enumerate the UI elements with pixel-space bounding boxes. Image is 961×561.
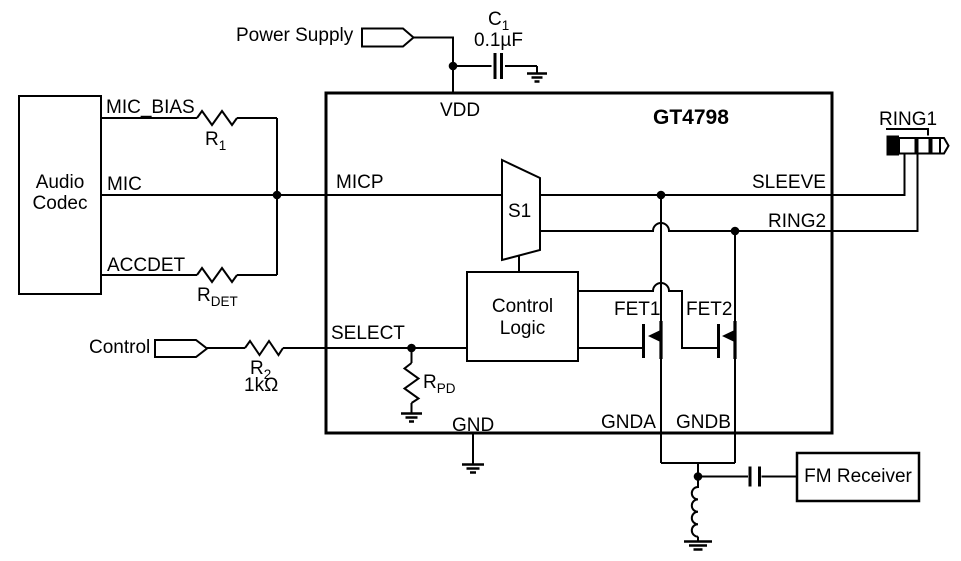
mic-label: MIC (107, 174, 142, 195)
resistor-r2 (244, 339, 284, 357)
headphone-plug (886, 128, 950, 156)
plug-band-1 (914, 138, 919, 154)
plug-tip (939, 137, 950, 155)
ring2-net (540, 154, 919, 232)
ground-symbol-gnd (462, 463, 484, 474)
accdet-net (101, 266, 277, 284)
c1-value-label: 0.1µF (474, 30, 523, 51)
resistor-rdet (196, 266, 238, 284)
control-connector-tag (154, 339, 209, 358)
inductor (690, 476, 699, 538)
mux-s1-label: S1 (508, 201, 532, 222)
fet1-symbol (642, 321, 663, 359)
control-net (154, 339, 467, 358)
power-supply-connector-tag (361, 27, 416, 48)
gnd-pin-ground (462, 433, 484, 474)
ring1-label: RING1 (879, 109, 938, 130)
sleeve-net (540, 154, 906, 196)
capacitor-c1 (493, 53, 503, 79)
fet1-label: FET1 (614, 299, 661, 320)
rdet-ref-label: RDET (197, 285, 238, 309)
power-supply-net (361, 27, 547, 93)
fm-receiver-box (795, 451, 921, 503)
capacitor-fm (748, 466, 761, 487)
gt4798-box (324, 91, 834, 435)
control-logic-label: Control Logic (491, 296, 554, 339)
fet1-arrow (648, 330, 660, 342)
junction-dots (272, 61, 740, 481)
rpd-pulldown (401, 348, 422, 423)
resistor-r1 (196, 109, 238, 127)
fet2-symbol (717, 321, 737, 359)
r2-value-label: 1kΩ (244, 375, 279, 396)
pin-gnda-label: GNDA (601, 412, 656, 433)
resistor-rpd (402, 362, 421, 404)
fm-receiver-label: FM Receiver (804, 466, 912, 487)
plug-base (886, 135, 899, 156)
chip-title: GT4798 (653, 106, 729, 129)
fet2-arrow (722, 330, 734, 342)
pin-gndb-label: GNDB (676, 412, 731, 433)
pin-sleeve-label: SLEEVE (752, 172, 826, 193)
accdet-label: ACCDET (107, 255, 186, 276)
audio-codec-box (18, 95, 102, 295)
plug-band-2 (928, 138, 933, 154)
ground-symbol-rpd (401, 412, 422, 423)
control-label: Control (89, 337, 151, 358)
mic-bias-label: MIC_BIAS (106, 97, 195, 118)
plug-body (898, 137, 941, 155)
ground-symbol-c1 (527, 72, 547, 83)
control-logic-box (466, 271, 579, 362)
pin-select-label: SELECT (331, 323, 405, 344)
fet2-label: FET2 (686, 299, 733, 320)
r2-ref-label: R2 (250, 358, 272, 382)
gnda-gndb-join (661, 462, 797, 551)
pin-micp-label: MICP (336, 172, 384, 193)
fet2-gate-wire (578, 282, 717, 349)
power-supply-label: Power Supply (236, 25, 354, 46)
pin-gnd-label: GND (452, 415, 495, 436)
pin-ring2-label: RING2 (768, 211, 827, 232)
mux-s1-shape (501, 158, 541, 262)
c1-ref-label: C1 (488, 9, 510, 33)
ground-symbol-inductor (684, 540, 712, 551)
ring1-pointer-line (886, 128, 929, 136)
rpd-ref-label: RPD (423, 372, 456, 396)
pin-vdd-label: VDD (440, 100, 481, 121)
r1-ref-label: R1 (205, 129, 227, 153)
audio-codec-label: Audio Codec (32, 172, 88, 214)
